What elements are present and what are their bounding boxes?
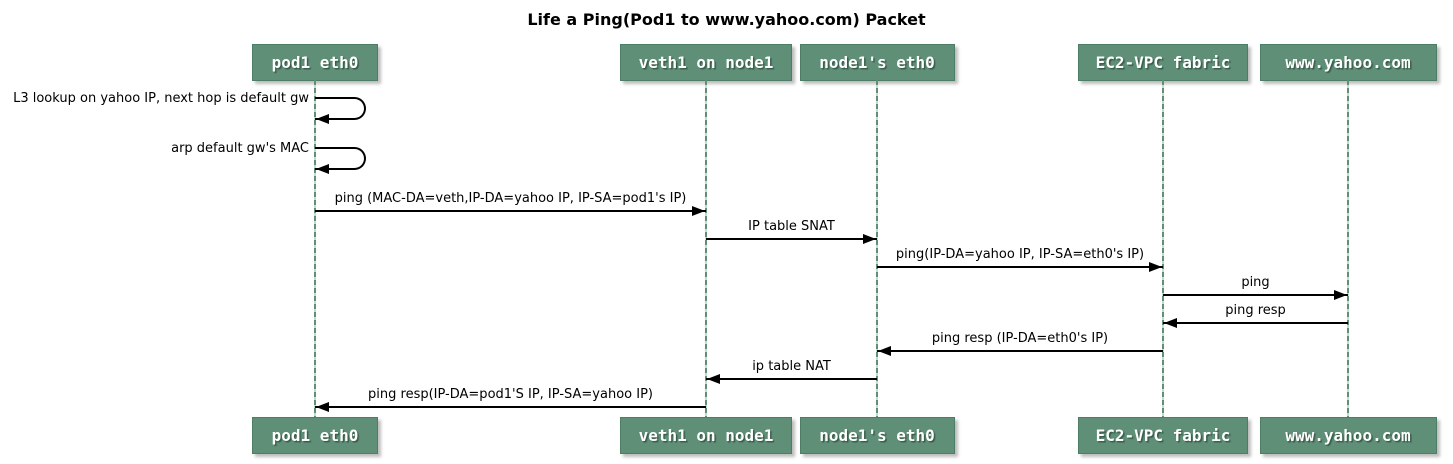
message-label: ip table NAT xyxy=(752,359,831,374)
message-label: ping resp(IP-DA=pod1'S IP, IP-SA=yahoo I… xyxy=(368,387,653,402)
message-label: arp default gw's MAC xyxy=(171,141,309,156)
message-arrow-line xyxy=(315,406,706,408)
actor-box-fabric-top: EC2-VPC fabric xyxy=(1078,44,1248,81)
diagram-title: Life a Ping(Pod1 to www.yahoo.com) Packe… xyxy=(527,10,926,29)
arrowhead-icon xyxy=(878,346,891,356)
message-arrow-line xyxy=(877,350,1163,352)
message-label: L3 lookup on yahoo IP, next hop is defau… xyxy=(13,91,309,106)
arrowhead-icon xyxy=(316,402,329,412)
lifeline-yahoo xyxy=(1347,80,1349,417)
message-arrow-line xyxy=(315,210,706,212)
actor-box-eth0-top: node1's eth0 xyxy=(799,44,955,81)
arrowhead-icon xyxy=(707,374,720,384)
message-arrow-line xyxy=(877,266,1163,268)
self-message-loop xyxy=(315,97,366,120)
message-arrow-line xyxy=(1163,294,1348,296)
actor-box-pod1-bottom: pod1 eth0 xyxy=(252,417,378,454)
message-label: ping (MAC-DA=veth,IP-DA=yahoo IP, IP-SA=… xyxy=(334,191,687,206)
arrowhead-icon xyxy=(1334,290,1347,300)
lifeline-eth0 xyxy=(876,80,878,417)
arrowhead-icon xyxy=(692,206,705,216)
actor-box-yahoo-top: www.yahoo.com xyxy=(1259,44,1437,81)
message-label: IP table SNAT xyxy=(748,219,835,234)
lifeline-fabric xyxy=(1162,80,1164,417)
message-arrow-line xyxy=(706,238,877,240)
message-arrow-line xyxy=(1163,322,1348,324)
message-label: ping(IP-DA=yahoo IP, IP-SA=eth0's IP) xyxy=(895,247,1145,262)
arrowhead-icon xyxy=(1149,262,1162,272)
message-label: ping resp (IP-DA=eth0's IP) xyxy=(931,331,1109,346)
message-arrow-line xyxy=(706,378,877,380)
actor-box-pod1-top: pod1 eth0 xyxy=(252,44,378,81)
actor-box-veth1-bottom: veth1 on node1 xyxy=(620,417,792,454)
arrowhead-icon xyxy=(1164,318,1177,328)
message-label: ping xyxy=(1241,275,1270,290)
arrowhead-icon xyxy=(316,114,329,124)
arrowhead-icon xyxy=(863,234,876,244)
actor-box-veth1-top: veth1 on node1 xyxy=(620,44,792,81)
lifeline-veth1 xyxy=(705,80,707,417)
actor-box-fabric-bottom: EC2-VPC fabric xyxy=(1078,417,1248,454)
message-label: ping resp xyxy=(1225,303,1286,318)
arrowhead-icon xyxy=(316,164,329,174)
actor-box-eth0-bottom: node1's eth0 xyxy=(799,417,955,454)
self-message-loop xyxy=(315,147,366,170)
lifeline-pod1 xyxy=(314,80,316,417)
actor-box-yahoo-bottom: www.yahoo.com xyxy=(1259,417,1437,454)
